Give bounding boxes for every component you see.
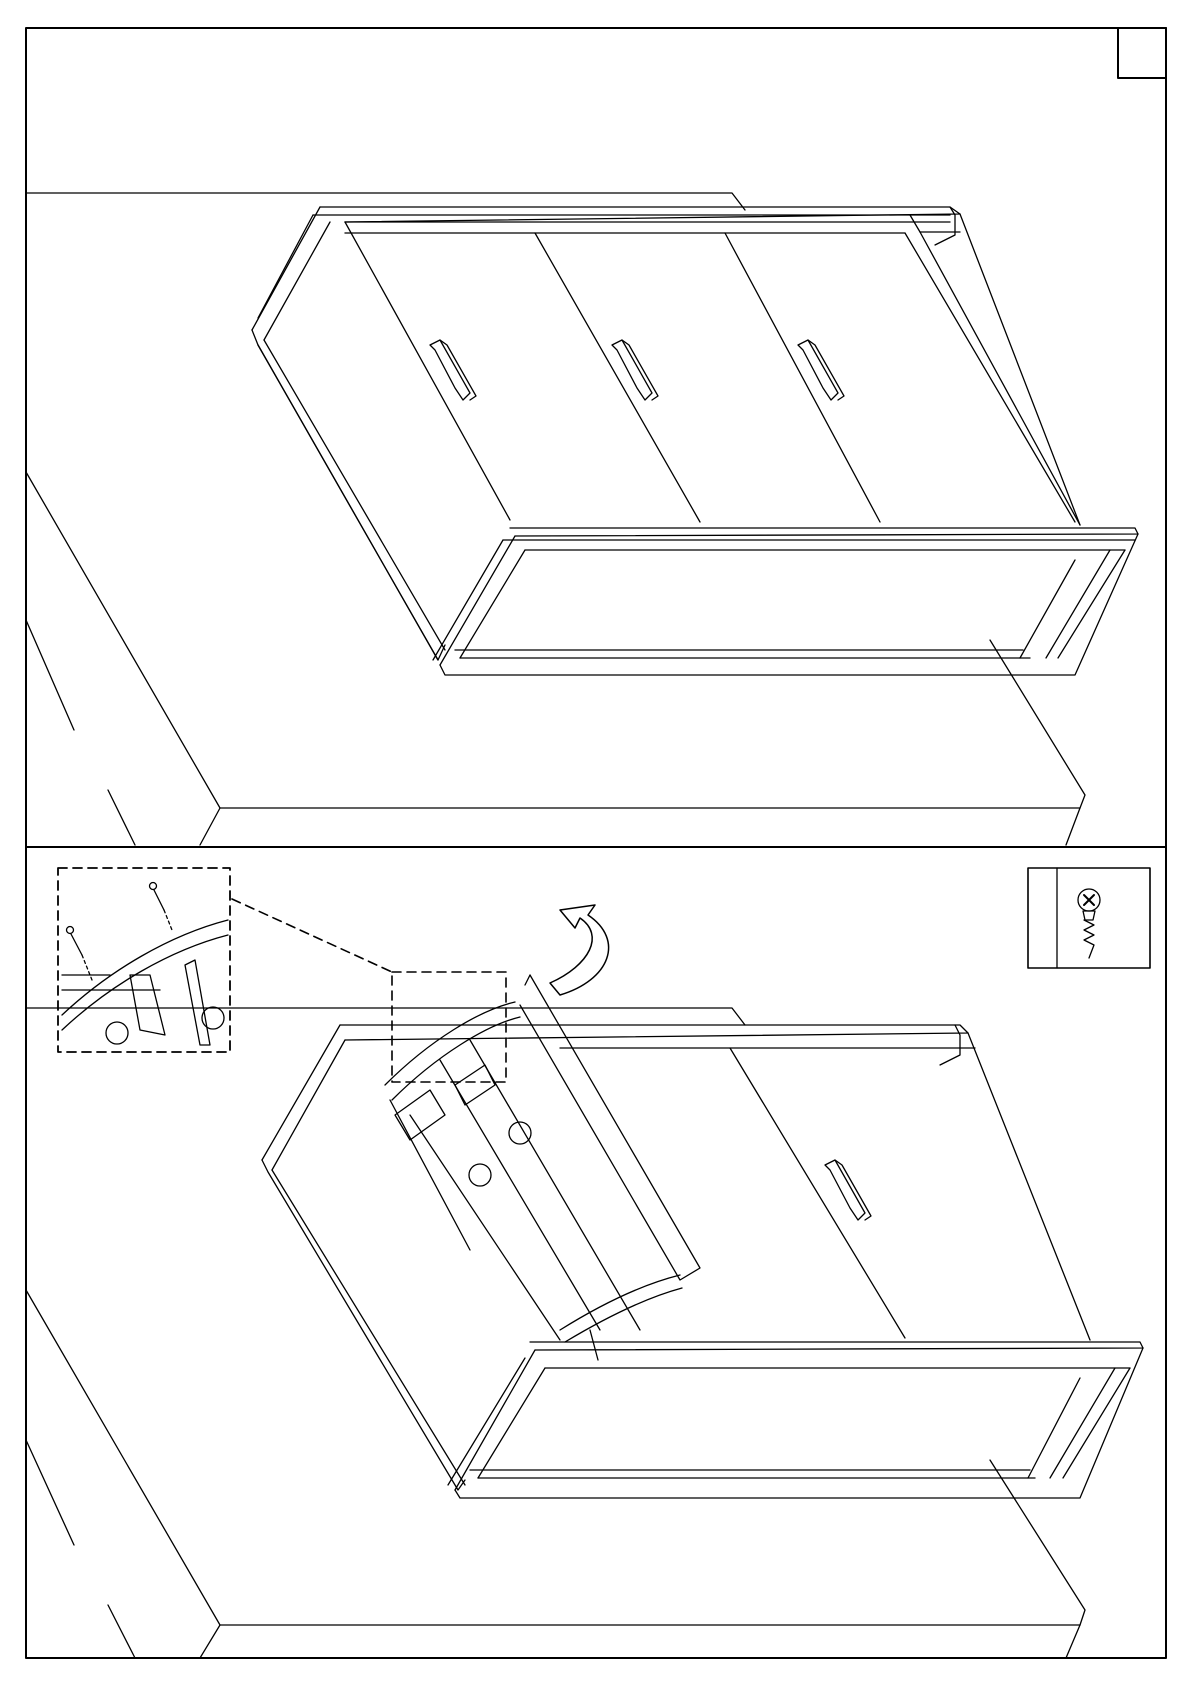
detail-inset [58,868,230,1052]
handle-closed-door [825,1160,871,1220]
page-border [26,28,1166,1658]
step-number [1118,30,1166,78]
inset-screw-left [67,927,93,981]
cabinet-assembly-view [262,975,1143,1498]
hardware-box [1028,868,1150,968]
inset-screw-right [150,883,173,931]
handle-middle [612,340,658,400]
panel-bottom [26,868,1150,1658]
screw-icon [1078,889,1100,958]
handle-left [430,340,476,400]
cabinet-top-view [252,207,1138,675]
shelf-interior [385,1002,682,1342]
rotate-arrow-icon [550,905,609,995]
zoom-indicator [232,899,506,1082]
panel-top [26,193,1138,930]
handle-right [798,340,844,400]
floor-platform [26,193,1085,930]
callout-circle-a [469,1164,491,1186]
